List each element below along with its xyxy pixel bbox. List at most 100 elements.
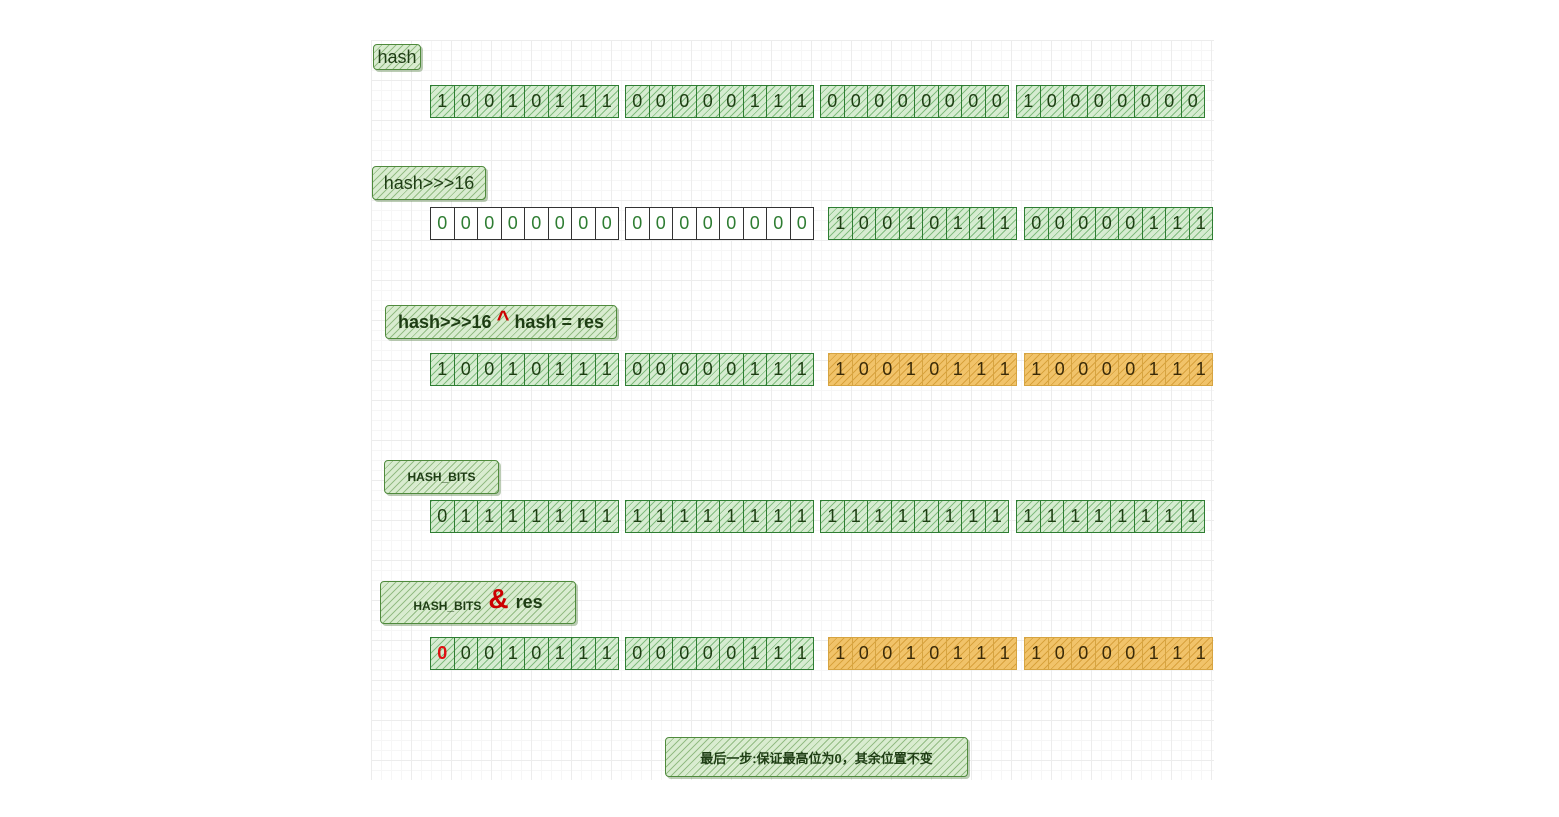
bit-cell: 1 bbox=[898, 208, 923, 239]
bit-cell: 1 bbox=[766, 86, 790, 117]
bit-cell: 1 bbox=[766, 354, 790, 385]
bit-cell: 1 bbox=[1133, 501, 1158, 532]
note-box: 最后一步:保证最高位为0，其余位置不变 bbox=[665, 737, 968, 777]
bit-cell: 1 bbox=[992, 354, 1017, 385]
bit-cell: 1 bbox=[477, 501, 501, 532]
bit-cell: 0 bbox=[867, 86, 891, 117]
bit-cell: 1 bbox=[1141, 354, 1166, 385]
bit-cell: 1 bbox=[547, 501, 572, 532]
bit-cell: 1 bbox=[945, 354, 970, 385]
bit-cell: 1 bbox=[835, 213, 846, 233]
bit-cell: 0 bbox=[437, 213, 448, 233]
bit-cell: 0 bbox=[695, 354, 720, 385]
bit-cell: 1 bbox=[500, 354, 525, 385]
bit-cell: 0 bbox=[1071, 354, 1095, 385]
bit-cell: 1 bbox=[961, 501, 985, 532]
bit-cell: 0 bbox=[719, 638, 743, 669]
bit-cell: 0 bbox=[547, 208, 572, 239]
bit-cell: 1 bbox=[789, 86, 814, 117]
xor-right-operand: hash = res bbox=[514, 311, 604, 332]
bit-cell: 1 bbox=[500, 501, 525, 532]
bit-cell: 1 bbox=[524, 501, 548, 532]
bit-cell: 1 bbox=[1188, 354, 1213, 385]
bit-cell: 1 bbox=[969, 638, 993, 669]
bit-cell: 0 bbox=[827, 91, 838, 111]
bit-cell: 1 bbox=[789, 354, 814, 385]
bit-cell: 0 bbox=[851, 354, 876, 385]
bit-cell: 1 bbox=[719, 501, 743, 532]
bit-cell: 1 bbox=[945, 638, 970, 669]
bit-cell: 1 bbox=[898, 354, 923, 385]
bit-cell: 0 bbox=[1118, 638, 1142, 669]
bit-cell: 1 bbox=[571, 501, 595, 532]
bit-cell: 0 bbox=[1071, 208, 1095, 239]
bit-cell: 0 bbox=[571, 208, 595, 239]
bit-cell: 1 bbox=[500, 638, 525, 669]
bit-cell: 1 bbox=[1165, 208, 1189, 239]
bit-cell: 1 bbox=[437, 359, 448, 379]
bit-cell: 0 bbox=[851, 208, 876, 239]
bit-cell: 0 bbox=[477, 86, 501, 117]
bit-cell: 1 bbox=[1031, 643, 1042, 663]
bit-cell: 0 bbox=[477, 638, 501, 669]
bit-cell: 1 bbox=[1023, 506, 1034, 526]
bit-cell: 0 bbox=[922, 208, 946, 239]
bit-cell: 0 bbox=[1031, 213, 1042, 233]
bit-cell: 0 bbox=[890, 86, 915, 117]
bit-cell: 1 bbox=[984, 501, 1009, 532]
bit-cell: 0 bbox=[594, 208, 619, 239]
label-hash-bits: HASH_BITS bbox=[384, 460, 499, 494]
bit-cell: 1 bbox=[672, 501, 696, 532]
bit-cell: 0 bbox=[789, 208, 814, 239]
bit-cell: 0 bbox=[1094, 208, 1119, 239]
bit-cell: 1 bbox=[1157, 501, 1181, 532]
bit-cell: 0 bbox=[922, 354, 946, 385]
bit-cell: 1 bbox=[843, 501, 868, 532]
bit-cell: 0 bbox=[875, 208, 899, 239]
bit-cell: 1 bbox=[890, 501, 915, 532]
bit-cell: 0 bbox=[961, 86, 985, 117]
diagram-canvas: hash hash>>>16 hash>>>16 ^ hash = res HA… bbox=[371, 40, 1214, 780]
bit-cell: 1 bbox=[1110, 501, 1134, 532]
bit-cell: 1 bbox=[571, 86, 595, 117]
bit-cell: 0 bbox=[695, 208, 720, 239]
bit-cell: 1 bbox=[789, 501, 814, 532]
bit-cell: 1 bbox=[742, 501, 767, 532]
bit-cell: 1 bbox=[453, 501, 478, 532]
bit-cell: 0 bbox=[437, 643, 448, 663]
bit-cell: 1 bbox=[1063, 501, 1087, 532]
label-hash-bits-text: HASH_BITS bbox=[407, 470, 476, 484]
bit-cell: 1 bbox=[766, 501, 790, 532]
bit-cell: 0 bbox=[524, 638, 548, 669]
bit-cell: 0 bbox=[648, 638, 673, 669]
and-left-operand: HASH_BITS bbox=[413, 598, 482, 613]
label-and-expression: HASH_BITS & res bbox=[380, 581, 576, 624]
bit-cell: 1 bbox=[632, 506, 643, 526]
bit-cell: 1 bbox=[571, 638, 595, 669]
bit-cell: 1 bbox=[835, 359, 846, 379]
bit-cell: 0 bbox=[1110, 86, 1134, 117]
and-operator: & bbox=[488, 582, 509, 614]
bit-cell: 1 bbox=[937, 501, 962, 532]
bit-cell: 0 bbox=[500, 208, 525, 239]
and-right-operand: res bbox=[515, 592, 543, 612]
bit-cell: 1 bbox=[1165, 354, 1189, 385]
bit-cell: 1 bbox=[594, 86, 619, 117]
bit-cell: 0 bbox=[477, 354, 501, 385]
bit-cell: 1 bbox=[1039, 501, 1064, 532]
bit-cell: 1 bbox=[695, 501, 720, 532]
bit-cell: 0 bbox=[477, 208, 501, 239]
bit-cell: 1 bbox=[500, 86, 525, 117]
bit-cell: 0 bbox=[719, 86, 743, 117]
